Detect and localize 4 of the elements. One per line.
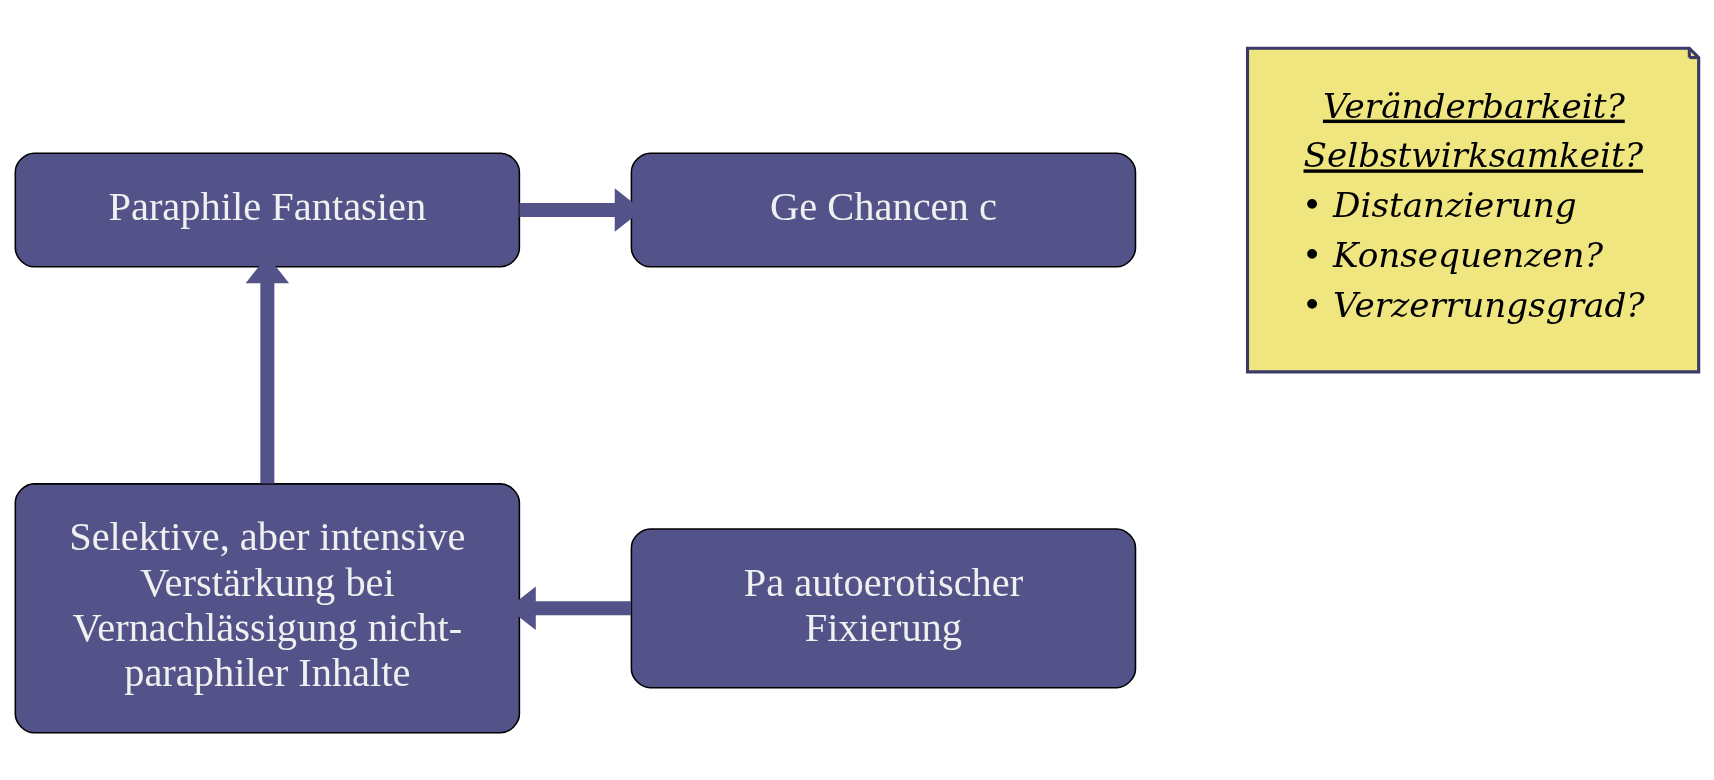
node-box: Paraphile Fantasien: [14, 151, 521, 268]
node-box: Selektive, aber intensive Verstärkung bei Vernachlässigung nicht-paraphiler Inhalte: [14, 482, 521, 734]
node-box: Ge Chancen c: [630, 151, 1137, 268]
node-box: Pa autoerotischer Fixierung: [630, 527, 1137, 688]
